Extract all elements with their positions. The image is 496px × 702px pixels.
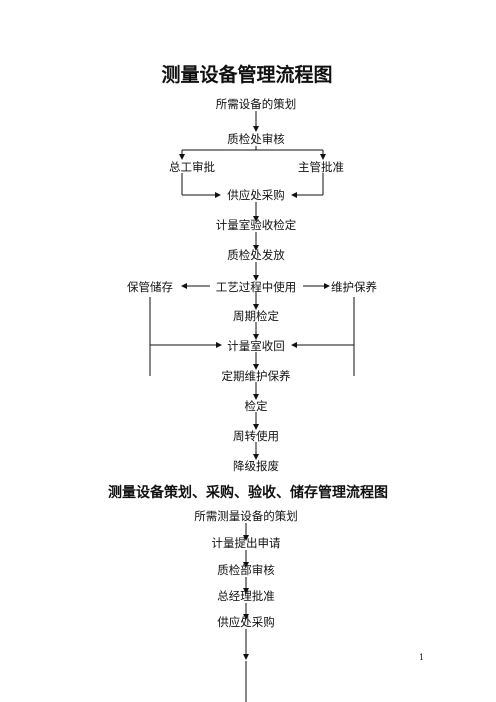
node-gm-approval: 总经理批准: [217, 589, 275, 603]
node-maintenance: 维护保养: [331, 280, 377, 294]
page-title: 测量设备管理流程图: [161, 64, 333, 86]
node-quality-issue: 质检处发放: [227, 248, 285, 262]
node-storage: 保管储存: [127, 280, 173, 294]
node-supply-purchase: 供应处采购: [227, 188, 285, 202]
node-downgrade-scrap: 降级报废: [233, 459, 279, 473]
node-chief-engineer-approval: 总工审批: [169, 160, 215, 174]
node-quality-dept-review: 质检部审核: [217, 563, 275, 577]
node-verification: 检定: [244, 399, 268, 413]
node-periodic-verification: 周期检定: [233, 309, 279, 323]
node-measurement-planning: 所需测量设备的策划: [194, 509, 298, 523]
node-turnover-use: 周转使用: [233, 429, 279, 443]
node-process-use: 工艺过程中使用: [215, 280, 297, 294]
section-title: 测量设备策划、采购、验收、储存管理流程图: [108, 485, 388, 501]
node-scheduled-maintenance: 定期维护保养: [221, 369, 291, 383]
node-metrology-acceptance: 计量室验收检定: [215, 218, 297, 232]
node-metrology-recall: 计量室收回: [227, 339, 285, 353]
node-quality-review: 质检处审核: [227, 132, 285, 146]
node-equipment-planning: 所需设备的策划: [215, 97, 297, 111]
page-number: 1: [419, 653, 425, 662]
node-manager-approval: 主管批准: [298, 160, 344, 174]
node-supply-purchase-2: 供应处采购: [217, 615, 275, 629]
node-metrology-request: 计量提出申请: [211, 536, 281, 550]
